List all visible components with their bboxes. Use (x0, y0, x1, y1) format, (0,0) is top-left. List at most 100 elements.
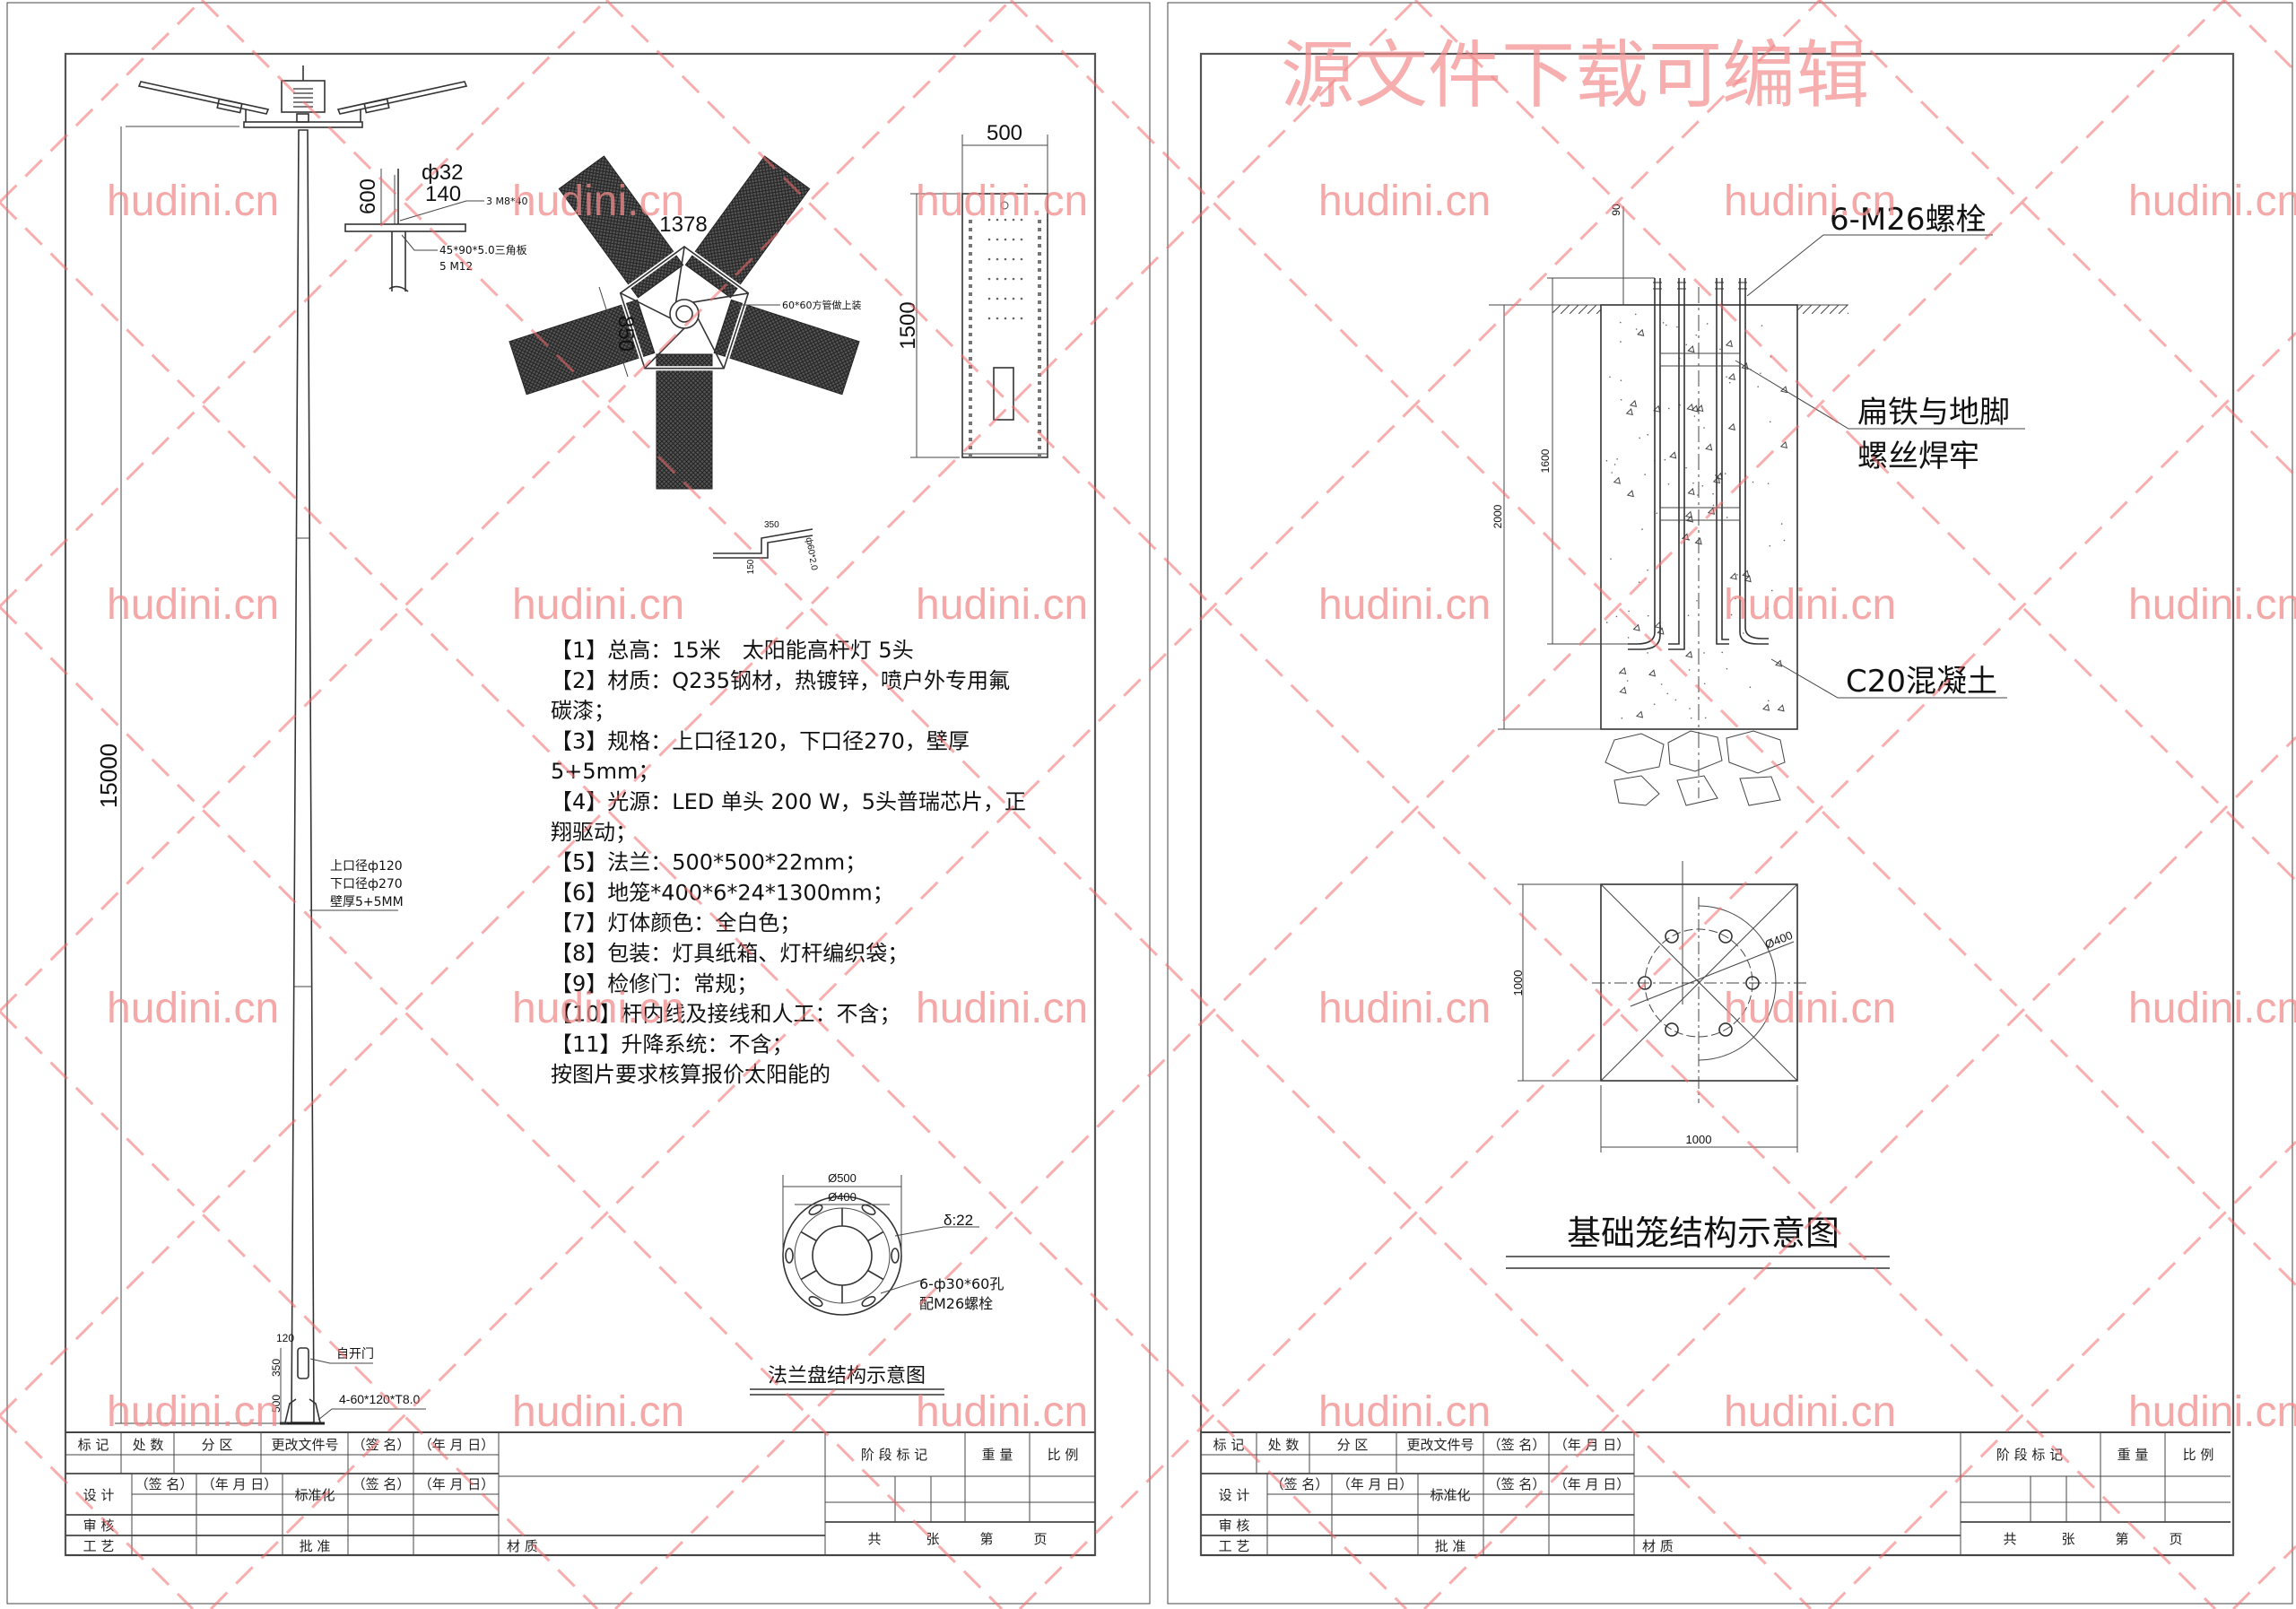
watermark-site-text: hudini.cn (512, 985, 684, 1032)
watermark-site-text: hudini.cn (916, 581, 1088, 629)
anchor-hole (1665, 1022, 1679, 1037)
tb-weight: 重 量 (982, 1447, 1013, 1463)
spec-line: 按图片要求核算报价太阳能的 (551, 1062, 831, 1087)
tb-material: 材 质 (1642, 1538, 1674, 1554)
bolt-slot (861, 1204, 876, 1215)
watermark-site-text: hudini.cn (2128, 581, 2296, 629)
spec-line: 【6】地笼*400*6*24*1300mm； (551, 880, 894, 905)
anchor-hole (1718, 1022, 1733, 1037)
tb-stage: 阶 段 标 记 (861, 1447, 927, 1463)
tb-mark: 标 记 (78, 1437, 109, 1453)
foundation-plan: Ø400 1000 1000 基础笼结构示意图 (1506, 861, 1890, 1269)
solar-panel-left (137, 81, 270, 115)
foundation-title: 基础笼结构示意图 (1567, 1213, 1839, 1253)
gusset-label: 45*90*5.0三角板 (439, 244, 527, 257)
access-door (297, 1347, 309, 1379)
watermark-site-text: hudini.cn (2128, 178, 2296, 225)
solar-panel (656, 353, 713, 490)
solar-panel (684, 155, 811, 299)
lamp-width-label: 500 (987, 121, 1022, 145)
tb-mark: 标 记 (1213, 1437, 1245, 1453)
watermark-line (1413, 0, 2296, 883)
watermark-site-text: hudini.cn (1318, 178, 1491, 225)
flange-bolt-circle-label: Ø400 (828, 1190, 857, 1204)
watermark-line (0, 1010, 599, 1609)
tb-standard: 标准化 (294, 1487, 335, 1503)
depth-total-label: 2000 (1492, 504, 1504, 528)
door-detail: 120 350 500 自开门 4-60*120*T8.0 (270, 1332, 426, 1422)
tb-sign: （签 名） (352, 1437, 411, 1453)
watermark-line (1009, 0, 2296, 1287)
tb-scale: 比 例 (1048, 1447, 1079, 1463)
spec-line: 【3】规格：上口径120，下口径270，壁厚 (551, 728, 970, 753)
watermark-line (0, 201, 1408, 1609)
spike-width-label: 140 (425, 182, 461, 206)
watermark-banner: 源文件下载可编辑 (1281, 33, 1869, 118)
watermark-site-text: hudini.cn (107, 1388, 279, 1436)
pole-height-label: 15000 (95, 744, 122, 808)
gravel-bed (1605, 730, 1786, 806)
tube-label: 60*60方管做上装 (782, 299, 862, 311)
flat-iron-lower (1659, 507, 1741, 521)
weld-label-line-1: 扁铁与地脚 (1857, 395, 2010, 431)
flat-iron-upper (1659, 352, 1741, 367)
bolt-slot (785, 1248, 794, 1264)
watermark-line (0, 1414, 195, 1609)
tb-design-date: （年 月 日） (202, 1476, 278, 1492)
tb-zone: 分 区 (1337, 1437, 1369, 1453)
tb-standard-date: （年 月 日） (419, 1476, 495, 1492)
anchor-hole (1745, 976, 1760, 990)
spike-height-label: 600 (356, 178, 380, 214)
watermark-line (604, 0, 2217, 1609)
watermark-line (1827, 1140, 2296, 1609)
tb-no: 第 (979, 1531, 993, 1547)
watermark-line (2231, 1544, 2296, 1609)
frame-strut (620, 291, 672, 319)
panel-width-label: 850 (613, 316, 638, 352)
tb-sign: （签 名） (1488, 1437, 1546, 1453)
spec-line: 碳漆； (551, 699, 615, 724)
watermark-site-text: hudini.cn (1724, 985, 1896, 1032)
watermark-site-text: hudini.cn (107, 178, 279, 225)
spec-line: 【5】法兰：500*500*22mm； (551, 850, 866, 875)
tb-material: 材 质 (507, 1538, 538, 1554)
watermark-line (1422, 735, 2296, 1609)
title-block-sheet-1: 标 记处 数分 区更改文件号（签 名）（年 月 日）设 计（签 名）（年 月 日… (65, 1431, 1095, 1556)
pentagon-frame-outline (619, 246, 750, 370)
cage-length-label: 1600 (1539, 448, 1552, 473)
watermark-line (200, 0, 1813, 1609)
tb-approve: 批 准 (1435, 1538, 1466, 1554)
panel-layout-plan: 1378 850 60*60方管做上装 (509, 155, 862, 490)
watermark-site-text: hudini.cn (916, 178, 1088, 225)
watermark-line (0, 0, 608, 608)
spec-line: 【9】检修门：常规； (551, 971, 758, 996)
watermark-line (0, 0, 1013, 1013)
spec-line: 【11】升降系统：不含； (551, 1031, 794, 1057)
weld-label-line-2: 螺丝焊牢 (1857, 439, 1979, 474)
watermark-site-text: hudini.cn (512, 581, 684, 629)
wall-thickness-label: 壁厚5+5MM (330, 895, 404, 909)
title-block-sheet-2: 标 记处 数分 区更改文件号（签 名）（年 月 日）设 计（签 名）（年 月 日… (1201, 1431, 2231, 1556)
spec-line: 【1】总高：15米 太阳能高杆灯 5头 (551, 638, 914, 663)
watermark-site-text: hudini.cn (916, 985, 1088, 1032)
watermark-site-text: hudini.cn (1318, 1388, 1491, 1436)
bolt-slot (808, 1296, 823, 1308)
watermark-site-text: hudini.cn (512, 178, 684, 225)
watermark-site-text: hudini.cn (512, 1388, 684, 1436)
door-width-label: 120 (276, 1332, 294, 1344)
watermark-site-text: hudini.cn (1318, 985, 1491, 1032)
stiffener-label: 4-60*120*T8.0 (339, 1392, 421, 1406)
watermark-texts: hudini.cn hudini.cn hudini.cn hudini.cn hudi… (107, 178, 2296, 1436)
hub (669, 299, 700, 329)
anchor-hole (1638, 976, 1652, 990)
spec-line: 【10】杆内线及接线和人工：不含； (551, 1002, 901, 1027)
flange-thickness-label: δ:22 (944, 1212, 973, 1229)
flange-outer-label: Ø500 (828, 1171, 857, 1185)
tb-total: 共 (867, 1531, 881, 1547)
watermark-site-text: hudini.cn (107, 581, 279, 629)
tb-total: 共 (2003, 1531, 2016, 1547)
tb-change-doc: 更改文件号 (271, 1437, 338, 1453)
spike-bolts-label: 3 M8*40 (486, 196, 527, 207)
tb-process: 工 艺 (83, 1538, 115, 1554)
